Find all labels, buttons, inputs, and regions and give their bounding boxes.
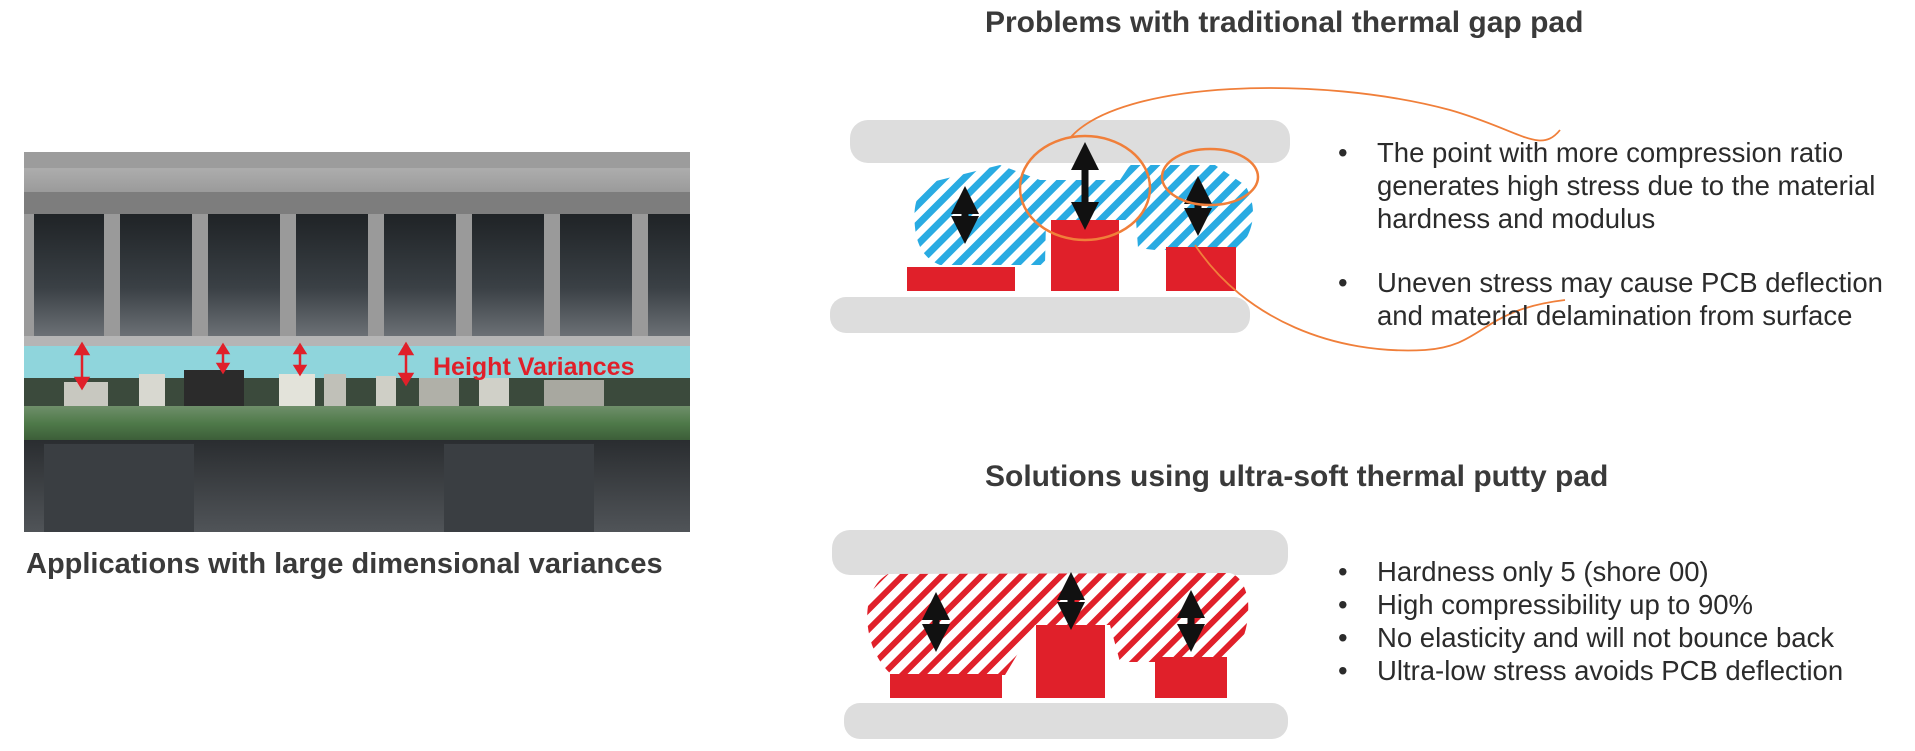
- callout-line-top: [1069, 87, 1561, 142]
- problem-diagram: [830, 87, 1566, 352]
- callout-circle-high-stress: [1018, 134, 1152, 242]
- photo-caption: Applications with large dimensional vari…: [26, 548, 663, 580]
- height-variance-arrows: [73, 341, 415, 391]
- solution-diagram: [832, 530, 1288, 739]
- problems-list: • The point with more compression ratio g…: [1338, 136, 1908, 332]
- problem-bullet: • The point with more compression ratio g…: [1338, 136, 1908, 235]
- bullet-text: The point with more compression ratio ge…: [1377, 137, 1876, 234]
- problem-bullet: • Uneven stress may cause PCB deflection …: [1338, 266, 1908, 332]
- pcb-components: [64, 370, 604, 406]
- bullet-text: High compressibility up to 90%: [1377, 589, 1754, 620]
- bottom-plate: [844, 703, 1288, 739]
- bullet-icon: •: [1338, 589, 1348, 620]
- thermal-pad: [24, 346, 690, 382]
- component-small: [907, 267, 1015, 291]
- solution-bullet: • High compressibility up to 90%: [1338, 588, 1908, 621]
- pad-comparison-diagram: [830, 87, 1566, 739]
- bullet-icon: •: [1338, 622, 1348, 653]
- problems-heading: Problems with traditional thermal gap pa…: [985, 6, 1584, 39]
- solution-bullet: • No elasticity and will not bounce back: [1338, 621, 1908, 654]
- solutions-list: • Hardness only 5 (shore 00) • High compre…: [1338, 555, 1908, 687]
- component-tall: [1036, 625, 1105, 698]
- component-medium: [1155, 657, 1227, 698]
- pcb-board: [24, 406, 690, 440]
- solution-bullet: • Hardness only 5 (shore 00): [1338, 555, 1908, 588]
- bottom-plate: [830, 297, 1250, 333]
- heatsink-photo-illustration: Height Variances: [24, 152, 690, 532]
- solutions-heading: Solutions using ultra-soft thermal putty…: [985, 460, 1609, 493]
- top-plate: [850, 120, 1290, 163]
- component-tall: [1051, 220, 1119, 291]
- bullet-icon: •: [1338, 655, 1348, 686]
- bullet-text: Uneven stress may cause PCB deflection a…: [1377, 267, 1883, 331]
- component-small: [890, 674, 1002, 698]
- height-variances-label: Height Variances: [433, 353, 634, 381]
- bullet-text: No elasticity and will not bounce back: [1377, 622, 1835, 653]
- bullet-text: Hardness only 5 (shore 00): [1377, 556, 1709, 587]
- callout-line-bottom: [1194, 244, 1566, 352]
- heatsink-fins: [24, 214, 648, 336]
- top-plate: [832, 530, 1288, 575]
- heatsink-photo: Height Variances: [24, 152, 690, 532]
- bullet-icon: •: [1338, 137, 1348, 168]
- bullet-icon: •: [1338, 267, 1348, 298]
- bullet-icon: •: [1338, 556, 1348, 587]
- solution-bullet: • Ultra-low stress avoids PCB deflection: [1338, 654, 1908, 687]
- bullet-text: Ultra-low stress avoids PCB deflection: [1377, 655, 1844, 686]
- callout-circle-delamination: [1160, 147, 1260, 207]
